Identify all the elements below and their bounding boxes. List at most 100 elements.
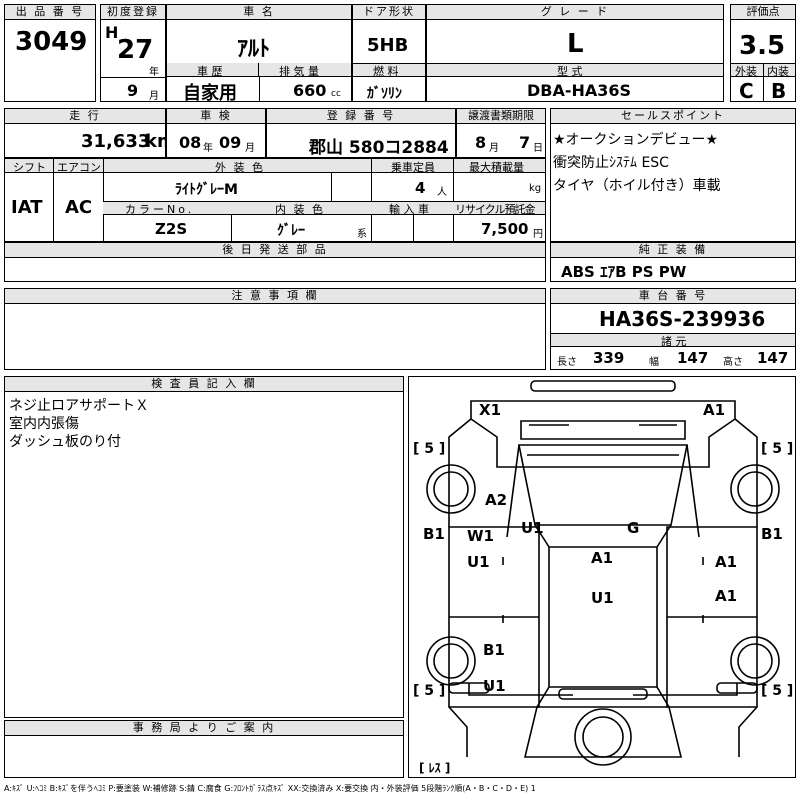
door-header: ドア形状 bbox=[353, 5, 425, 20]
chassis-box: 車 台 番 号 HA36S-239936 諸 元 長さ 339 幅 147 高さ… bbox=[550, 288, 796, 370]
spare-tire-label: [ ﾚｽ ] bbox=[419, 761, 451, 775]
inspection-month-unit: 月 bbox=[245, 143, 255, 154]
transfer-day-unit: 日 bbox=[533, 143, 543, 154]
damage-mark-u1-pillar: U1 bbox=[521, 519, 544, 537]
score: 3.5 bbox=[739, 31, 786, 61]
interior-header: 内装 bbox=[767, 65, 789, 78]
spec-grid: シフト エアコン 外 装 色 乗車定員 最大積載量 カラーNo. 内 装 色 輸… bbox=[4, 158, 546, 242]
tread-rl-value: 5 bbox=[424, 683, 435, 699]
reg-month: 9 bbox=[127, 81, 139, 100]
int-color: ｸﾞﾚｰ bbox=[277, 223, 305, 239]
int-color-unit: 系 bbox=[357, 229, 367, 240]
mileage-box: 走 行 31,633 km bbox=[4, 108, 176, 158]
grade-box: グ レ ー ド L 型 式 DBA-HA36S bbox=[426, 4, 724, 102]
damage-mark-g: G bbox=[627, 519, 640, 537]
interior-grade: B bbox=[771, 79, 787, 103]
genuine-box: 純 正 装 備 ABS ｴｱB PS PW bbox=[550, 242, 796, 282]
tread-fl-value: 5 bbox=[424, 441, 435, 457]
import-header: 輸 入 車 bbox=[389, 203, 429, 216]
mileage: 31,633 bbox=[81, 131, 151, 152]
width-label: 幅 bbox=[649, 357, 659, 368]
sales-point-header: セールスポイント bbox=[551, 109, 795, 124]
chassis-number: HA36S-239936 bbox=[599, 307, 766, 331]
legend: A:ｷｽﾞ U:ﾍｺﾐ B:ｷｽﾞを伴うﾍｺﾐ P:要塗装 W:補修跡 S:錆 … bbox=[4, 784, 536, 793]
notes-header: 注 意 事 項 欄 bbox=[5, 289, 545, 304]
reg-number: 郡山 580コ2884 bbox=[309, 138, 449, 158]
inspector-note-1: ネジ止ロアサポートＸ bbox=[9, 398, 149, 414]
specs-header: 諸 元 bbox=[661, 335, 687, 348]
score-header: 評価点 bbox=[731, 5, 795, 20]
inspector-note-3: ダッシュ板のり付 bbox=[9, 434, 121, 450]
door-box: ドア形状 5HB 燃 料 ｶﾞｿﾘﾝ bbox=[352, 4, 426, 102]
inspector-note-2: 室内内張傷 bbox=[9, 416, 79, 432]
transfer-month-unit: 月 bbox=[489, 143, 499, 154]
grade-header: グ レ ー ド bbox=[427, 5, 723, 20]
tread-rear-left: [ 5 ] bbox=[413, 683, 446, 699]
fuel: ｶﾞｿﾘﾝ bbox=[367, 86, 402, 102]
displacement-unit: cc bbox=[331, 89, 341, 99]
width-value: 147 bbox=[677, 349, 709, 367]
damage-mark-x1: X1 bbox=[479, 401, 502, 419]
reg-year-unit: 年 bbox=[149, 67, 159, 78]
tread-front-right: [ 5 ] bbox=[761, 441, 794, 457]
damage-mark-a1-front-right: A1 bbox=[703, 401, 726, 419]
length-label: 長さ bbox=[557, 357, 577, 368]
damage-mark-b1-right: B1 bbox=[761, 525, 783, 543]
capacity-header: 乗車定員 bbox=[391, 161, 435, 174]
genuine-header: 純 正 装 備 bbox=[551, 243, 795, 258]
spare-value: ﾚｽ bbox=[428, 761, 441, 775]
lot-number-header: 出 品 番 号 bbox=[5, 5, 95, 20]
capacity-unit: 人 bbox=[437, 187, 447, 198]
inspection-year: 08 bbox=[179, 133, 202, 152]
score-box: 評価点 3.5 外装 内装 C B bbox=[730, 4, 796, 103]
inspector-header: 検 査 員 記 入 欄 bbox=[5, 377, 403, 392]
sales-point-1: ★オークションデビュー★ bbox=[553, 132, 719, 148]
recycle-fee: 7,500 bbox=[481, 220, 529, 238]
history: 自家用 bbox=[183, 83, 237, 104]
inspection-month: 09 bbox=[219, 133, 242, 152]
inspection-year-unit: 年 bbox=[203, 143, 213, 154]
damage-mark-u1-rear-left: U1 bbox=[483, 677, 506, 695]
later-parts-header: 後 日 発 送 部 品 bbox=[5, 243, 545, 258]
model-header: 型 式 bbox=[557, 65, 583, 78]
tread-rr-value: 5 bbox=[772, 683, 783, 699]
model-code: DBA-HA36S bbox=[527, 81, 632, 100]
damage-mark-a1-roof: A1 bbox=[591, 549, 614, 567]
exterior-header: 外装 bbox=[735, 65, 757, 78]
damage-diagram: [ 5 ] [ 5 ] [ 5 ] [ 5 ] [ ﾚｽ ] X1 A1 A2 … bbox=[408, 376, 796, 778]
displacement-header: 排 気 量 bbox=[279, 65, 319, 78]
length-value: 339 bbox=[593, 349, 625, 367]
sales-point-2: 衝突防止ｼｽﾃﾑ ESC bbox=[553, 155, 669, 171]
transfer-header: 譲渡書類期限 bbox=[457, 109, 545, 124]
tread-rear-right: [ 5 ] bbox=[761, 683, 794, 699]
fuel-header: 燃 料 bbox=[373, 65, 399, 78]
damage-mark-a1-right-door: A1 bbox=[715, 553, 738, 571]
ext-color-header: 外 装 色 bbox=[215, 161, 265, 174]
grade: L bbox=[567, 29, 584, 59]
reg-month-unit: 月 bbox=[149, 91, 159, 102]
damage-mark-b1-rear-left: B1 bbox=[483, 641, 505, 659]
mileage-header: 走 行 bbox=[5, 109, 165, 124]
genuine-equipment: ABS ｴｱB PS PW bbox=[561, 263, 687, 281]
max-load-header: 最大積載量 bbox=[469, 161, 524, 174]
damage-mark-a1-right-rear: A1 bbox=[715, 587, 738, 605]
damage-mark-w1: W1 bbox=[467, 527, 494, 545]
ext-color: ﾗｲﾄｸﾞﾚｰM bbox=[175, 182, 238, 198]
capacity: 4 bbox=[415, 179, 426, 197]
notes-box: 注 意 事 項 欄 bbox=[4, 288, 546, 370]
era: H bbox=[105, 23, 119, 42]
exterior-grade: C bbox=[739, 79, 754, 103]
lot-number-box: 出 品 番 号 3049 bbox=[4, 4, 96, 102]
transfer-month: 8 bbox=[475, 133, 487, 152]
color-no-header: カラーNo. bbox=[125, 203, 195, 216]
color-no: Z2S bbox=[155, 220, 188, 238]
history-header: 車 歴 bbox=[197, 65, 223, 78]
inspector-box: 検 査 員 記 入 欄 ネジ止ロアサポートＸ 室内内張傷 ダッシュ板のり付 bbox=[4, 376, 404, 718]
reg-year: 27 bbox=[117, 35, 154, 65]
recycle-header: リサイクル預託金 bbox=[455, 203, 535, 216]
load-unit: kg bbox=[529, 183, 542, 194]
sales-point-box: セールスポイント ★オークションデビュー★ 衝突防止ｼｽﾃﾑ ESC タイヤ（ホ… bbox=[550, 108, 796, 242]
reg-number-header: 登 録 番 号 bbox=[267, 109, 455, 124]
height-value: 147 bbox=[757, 349, 789, 367]
lot-number: 3049 bbox=[15, 27, 88, 57]
